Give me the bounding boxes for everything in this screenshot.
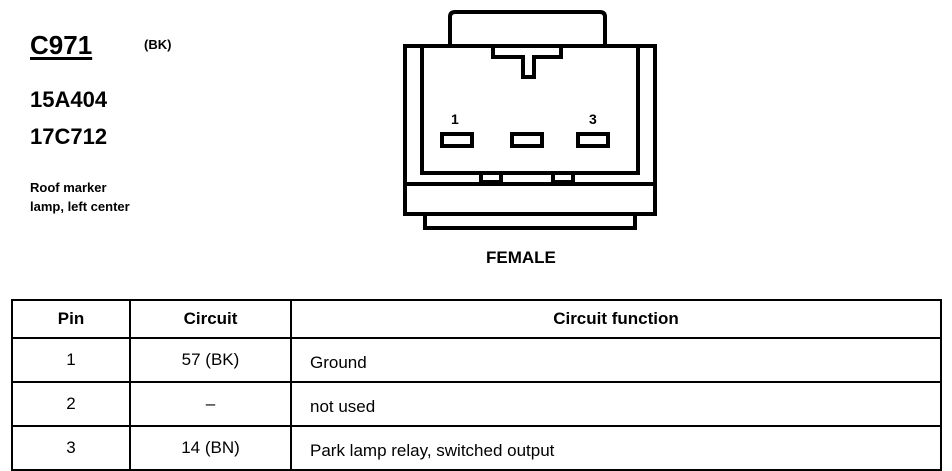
latch-tab (448, 10, 607, 46)
cell-circuit: 57 (BK) (129, 337, 292, 383)
cell-function: Ground (290, 337, 942, 383)
header-circuit-function: Circuit function (290, 299, 942, 339)
cell-pin: 3 (11, 425, 131, 471)
cell-circuit: – (129, 381, 292, 427)
part-number-2: 17C712 (30, 124, 108, 149)
housing-foot (423, 212, 637, 230)
description-line-2: lamp, left center (30, 199, 130, 214)
description-line-1: Roof marker (30, 180, 107, 195)
table-row: 2 – not used (11, 381, 942, 427)
lock-lug-right (551, 171, 575, 184)
cell-function: not used (290, 381, 942, 427)
pin-cavity-2 (510, 132, 544, 148)
keying-feature (491, 46, 563, 79)
view-label: FEMALE (486, 248, 556, 267)
connector-color-code: (BK) (144, 37, 172, 52)
pin-cavity-1 (440, 132, 474, 148)
part-number-1: 15A404 (30, 87, 108, 112)
cell-function: Park lamp relay, switched output (290, 425, 942, 471)
housing-base (403, 182, 657, 216)
header-circuit: Circuit (129, 299, 292, 339)
pin-cavity-3 (576, 132, 610, 148)
pin-table: Pin Circuit Circuit function 1 57 (BK) G… (11, 299, 942, 471)
outer-housing (403, 44, 657, 216)
cell-pin: 1 (11, 337, 131, 383)
cell-circuit: 14 (BN) (129, 425, 292, 471)
header-pin: Pin (11, 299, 131, 339)
inner-body (420, 46, 640, 175)
table-row: 1 57 (BK) Ground (11, 337, 942, 383)
table-header-row: Pin Circuit Circuit function (11, 299, 942, 339)
pin-label-1: 1 (451, 111, 459, 127)
connector-id: C971 (30, 30, 93, 60)
connector-description: Roof marker lamp, left center (30, 178, 130, 216)
pin-label-3: 3 (589, 111, 597, 127)
connector-face-diagram: 1 3 (403, 10, 657, 230)
lock-lug-left (479, 171, 503, 184)
table-row: 3 14 (BN) Park lamp relay, switched outp… (11, 425, 942, 471)
cell-pin: 2 (11, 381, 131, 427)
